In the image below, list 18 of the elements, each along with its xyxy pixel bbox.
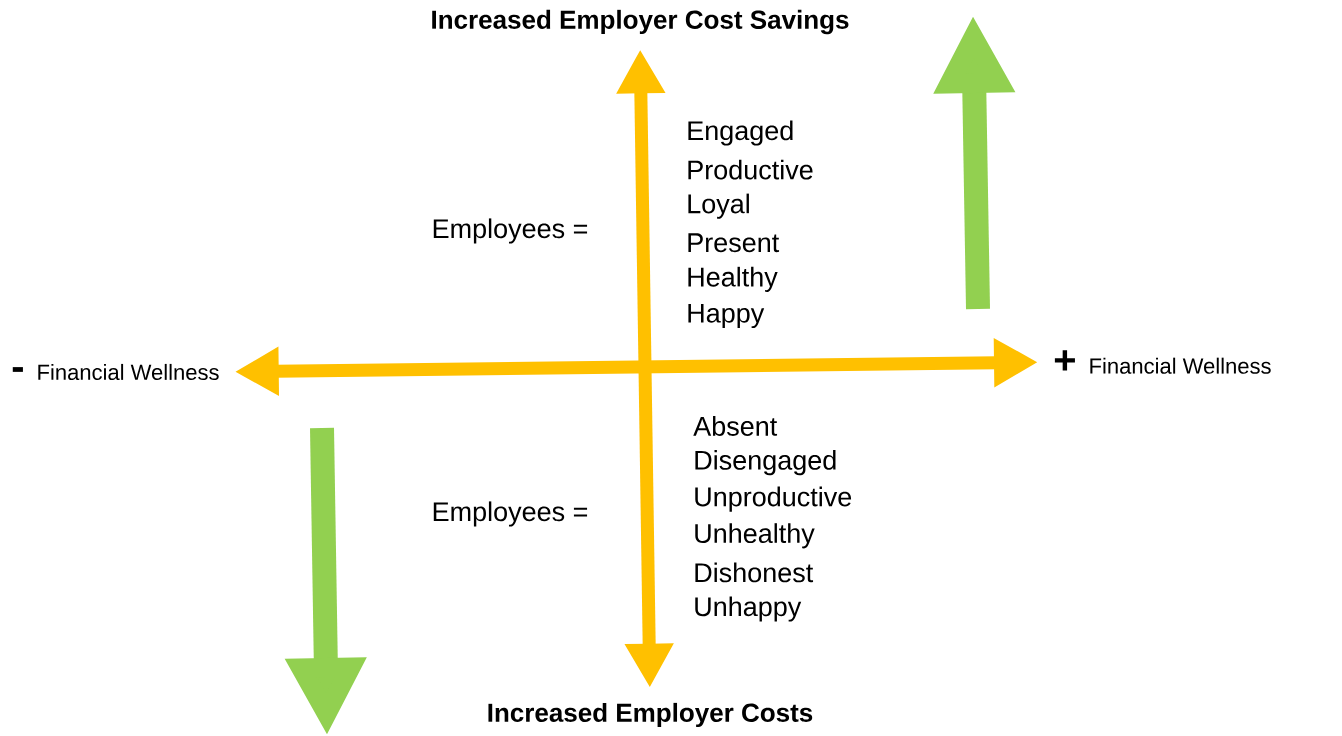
axis-label: - Financial Wellness (12, 363, 219, 381)
trait-word: Productive (688, 159, 813, 180)
equation-label: Employees = (433, 218, 588, 244)
trait-word: Disengaged (695, 450, 836, 476)
equation-label: Employees = (433, 501, 588, 527)
trait-word: Engaged (688, 120, 793, 146)
trait-word: Dishonest (695, 562, 814, 583)
axis-title: Increased Employer Costs (488, 702, 813, 728)
trait-word: Loyal (688, 193, 749, 219)
trait-word: Absent (693, 416, 778, 436)
axis-title: Increased Employer Cost Savings (432, 9, 849, 35)
trait-word: Healthy (688, 266, 778, 292)
trait-word: Happy (688, 303, 765, 329)
trait-word: Unhealthy (695, 523, 815, 549)
axis-label: + Financial Wellness (1054, 350, 1271, 374)
trait-word: Unproductive (695, 486, 852, 512)
trait-word: Present (688, 233, 780, 253)
trait-word: Unhappy (695, 596, 802, 622)
